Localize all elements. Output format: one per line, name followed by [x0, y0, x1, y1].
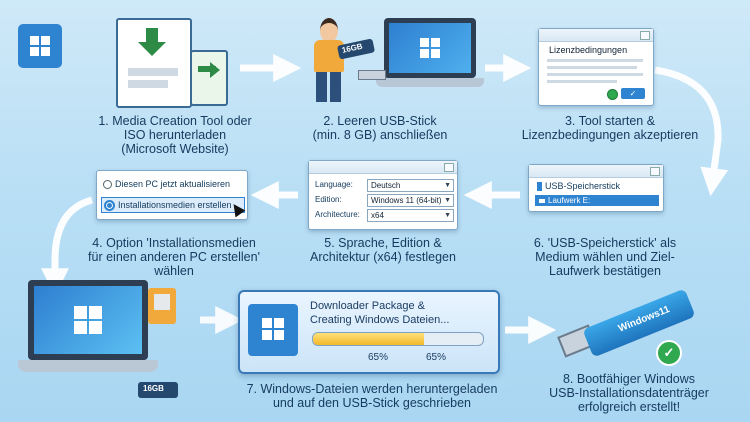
- step2-illustration: 16GB: [300, 12, 484, 104]
- step7-caption: 7. Windows-Dateien werden heruntergelade…: [246, 382, 498, 410]
- step4-caption: 4. Option 'Installationsmedien für einen…: [88, 236, 260, 278]
- option-update[interactable]: Diesen PC jetzt aktualisieren: [103, 177, 241, 191]
- laptop-step7: [18, 280, 168, 390]
- laptop-icon: [384, 18, 476, 78]
- edition-label: Edition:: [315, 195, 342, 204]
- step3-caption: 3. Tool starten & Lizenzbedingungen akze…: [521, 114, 699, 142]
- accept-button[interactable]: ✓: [621, 88, 645, 99]
- license-window-title: Lizenzbedingungen: [549, 45, 628, 55]
- chevron-down-icon: ▼: [444, 212, 451, 219]
- usb-port-plug-icon: [358, 70, 386, 80]
- step8-caption: 8. Bootfähiger Windows USB-Installations…: [549, 372, 709, 414]
- license-window: Lizenzbedingungen ✓: [538, 28, 654, 106]
- chevron-down-icon: ▼: [444, 182, 451, 189]
- download-window: Downloader Package & Creating Windows Da…: [238, 290, 500, 374]
- progress-bar: [312, 332, 484, 346]
- success-check-icon: ✓: [656, 340, 682, 366]
- step1-illustration: [18, 18, 228, 108]
- step6-caption: 6. 'USB-Speicherstick' als Medium wählen…: [533, 236, 677, 278]
- progress-fill: [313, 333, 424, 345]
- usb-option[interactable]: USB-Speicherstick: [537, 181, 620, 192]
- arrow-step4-to-7: [41, 196, 94, 297]
- settings-window: Language: Deutsch▼ Edition: Windows 11 (…: [308, 160, 458, 230]
- download-title-line1: Downloader Package &: [310, 300, 425, 312]
- language-label: Language:: [315, 180, 353, 189]
- option-create-media[interactable]: Installationsmedien erstellen: [101, 197, 245, 213]
- chevron-down-icon: ▼: [444, 197, 451, 204]
- step2-caption: 2. Leeren USB-Stick (min. 8 GB) anschlie…: [312, 114, 448, 142]
- download-title-line2: Creating Windows Dateien...: [310, 314, 450, 326]
- accept-checkbox[interactable]: [607, 89, 618, 100]
- sd-card-icon: [148, 288, 176, 324]
- architecture-select[interactable]: x64▼: [367, 209, 454, 222]
- language-select[interactable]: Deutsch▼: [367, 179, 454, 192]
- edition-select[interactable]: Windows 11 (64-bit)▼: [367, 194, 454, 207]
- windows-logo-icon: [74, 306, 102, 334]
- usb-drive-icon: [537, 182, 542, 192]
- option-window: Diesen PC jetzt aktualisieren Installati…: [96, 170, 248, 220]
- architecture-label: Architecture:: [315, 210, 360, 219]
- radio-unselected-icon: [103, 180, 112, 190]
- progress-percent-right: 65%: [426, 352, 447, 363]
- radio-selected-icon: [104, 200, 115, 212]
- drive-icon: [539, 198, 545, 203]
- usb-stick-small-icon: 16GB: [138, 382, 178, 398]
- step1-caption: 1. Media Creation Tool oder ISO herunter…: [98, 114, 252, 156]
- windows-logo-icon: [248, 304, 298, 356]
- step5-caption: 5. Sprache, Edition & Architektur (x64) …: [310, 236, 456, 264]
- document-download-icon: [116, 18, 192, 108]
- iso-file-icon: [190, 50, 228, 106]
- arrow-step3-to-6: [654, 66, 729, 197]
- progress-percent-left: 65%: [368, 352, 389, 363]
- person-icon: [308, 18, 352, 104]
- media-window: USB-Speicherstick Laufwerk E:: [528, 164, 664, 212]
- drive-select[interactable]: Laufwerk E:: [535, 195, 659, 206]
- windows-logo-icon: [18, 24, 62, 68]
